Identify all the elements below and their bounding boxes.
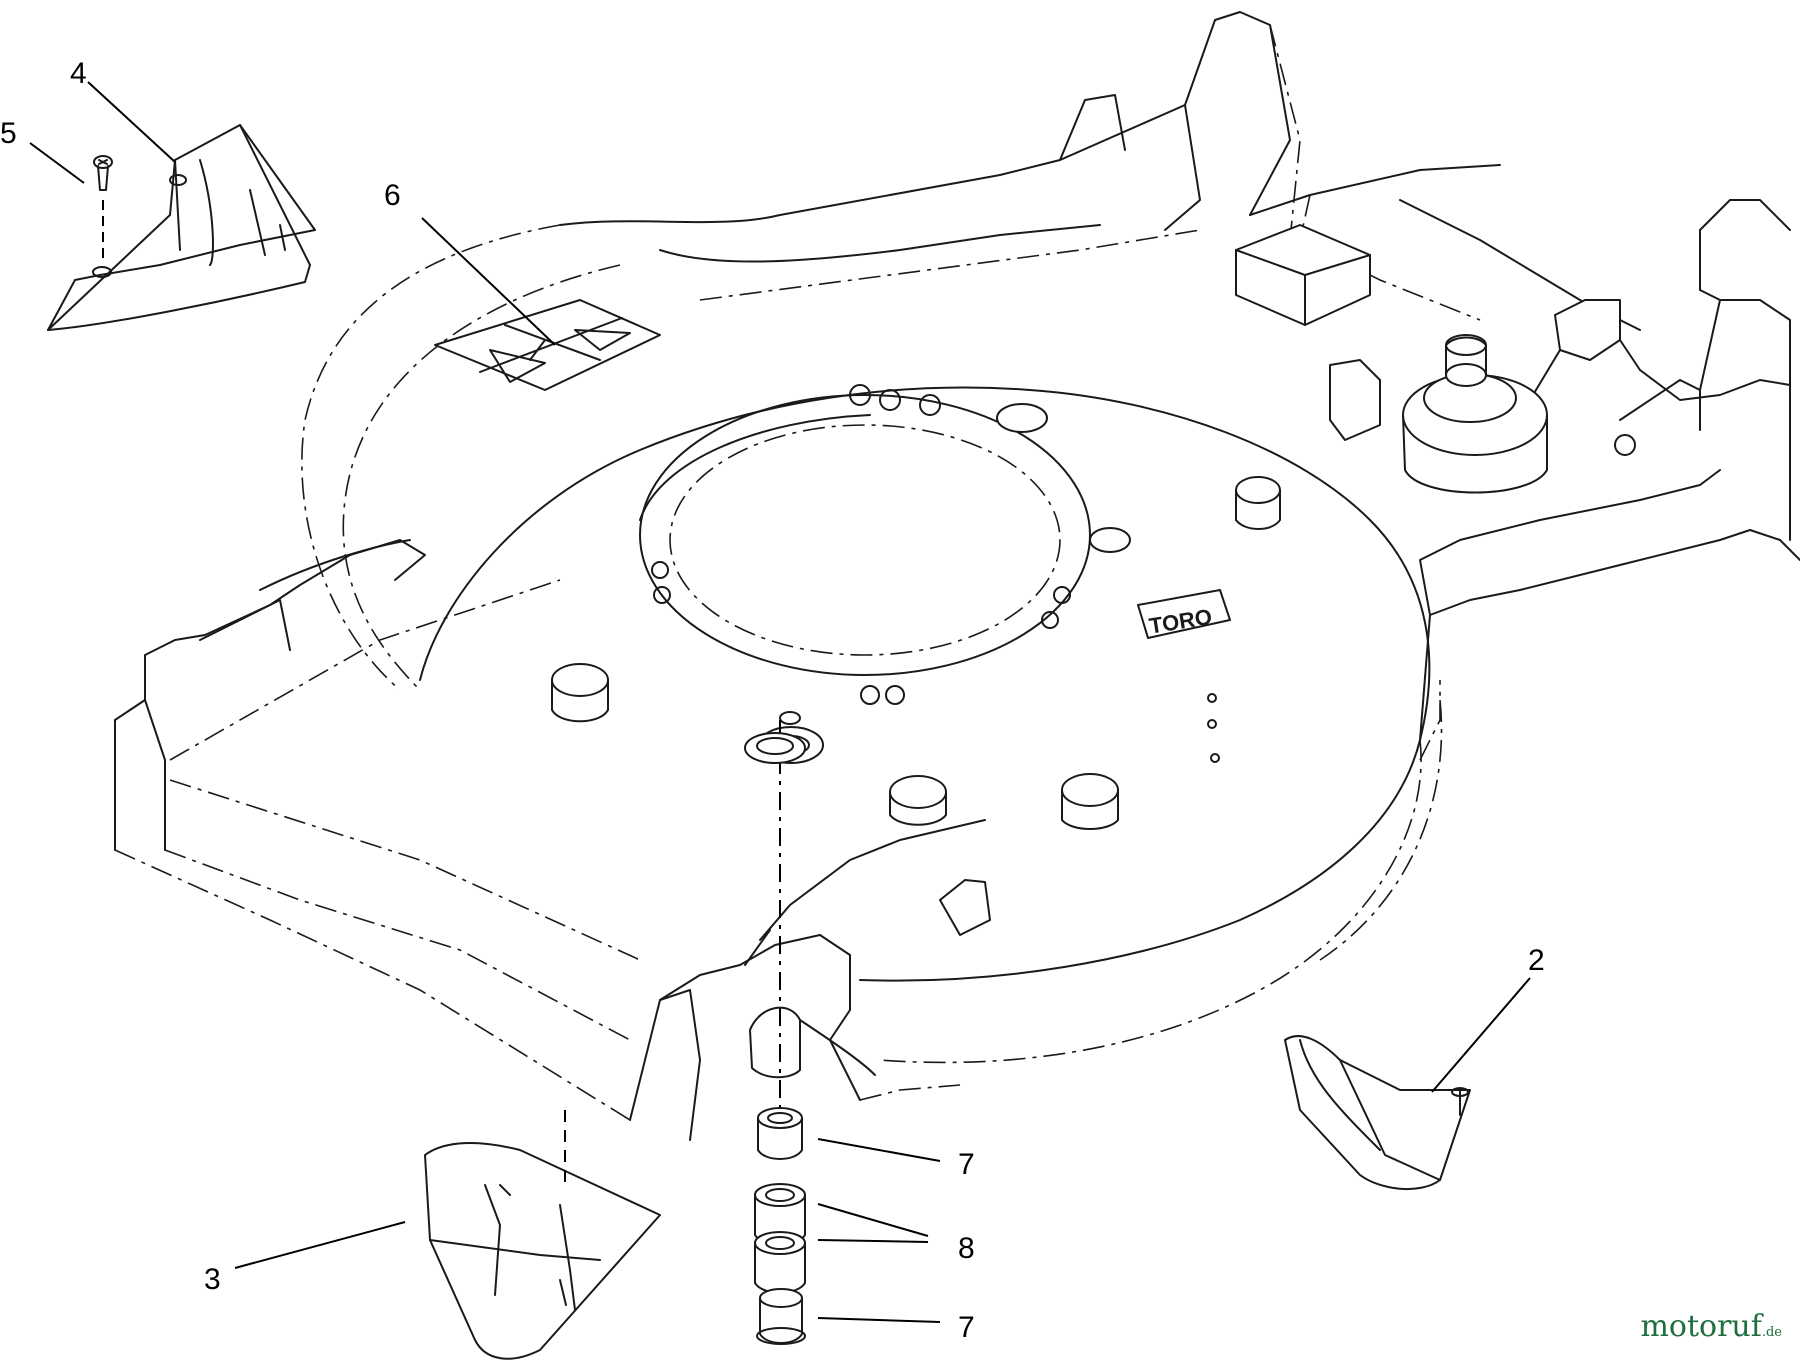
part-6-decal [434,299,661,391]
part-3-chute [424,1110,661,1360]
part-2-chute [1284,1035,1471,1191]
callout-part-8: 8 [958,1232,975,1265]
callout-part-7-upper: 7 [958,1148,975,1181]
callout-part-3: 3 [204,1263,221,1296]
callout-part-6: 6 [384,179,401,212]
watermark-tld: .de [1761,1325,1782,1340]
engine-pulley [1329,299,1701,494]
part-5-screw [93,155,113,262]
watermark-name: motoruf [1640,1309,1762,1344]
watermark-logo: motoruf.de [1640,1309,1782,1344]
callout-part-7-lower: 7 [958,1311,975,1344]
callout-part-2: 2 [1528,944,1545,977]
mower-deck-housing: TORO [114,11,1800,1141]
wheel-bushings [744,720,806,1345]
leader-lines [29,81,1531,1323]
callout-part-5: 5 [0,117,17,150]
part-4-chute [47,124,316,331]
callout-part-4: 4 [70,57,87,90]
